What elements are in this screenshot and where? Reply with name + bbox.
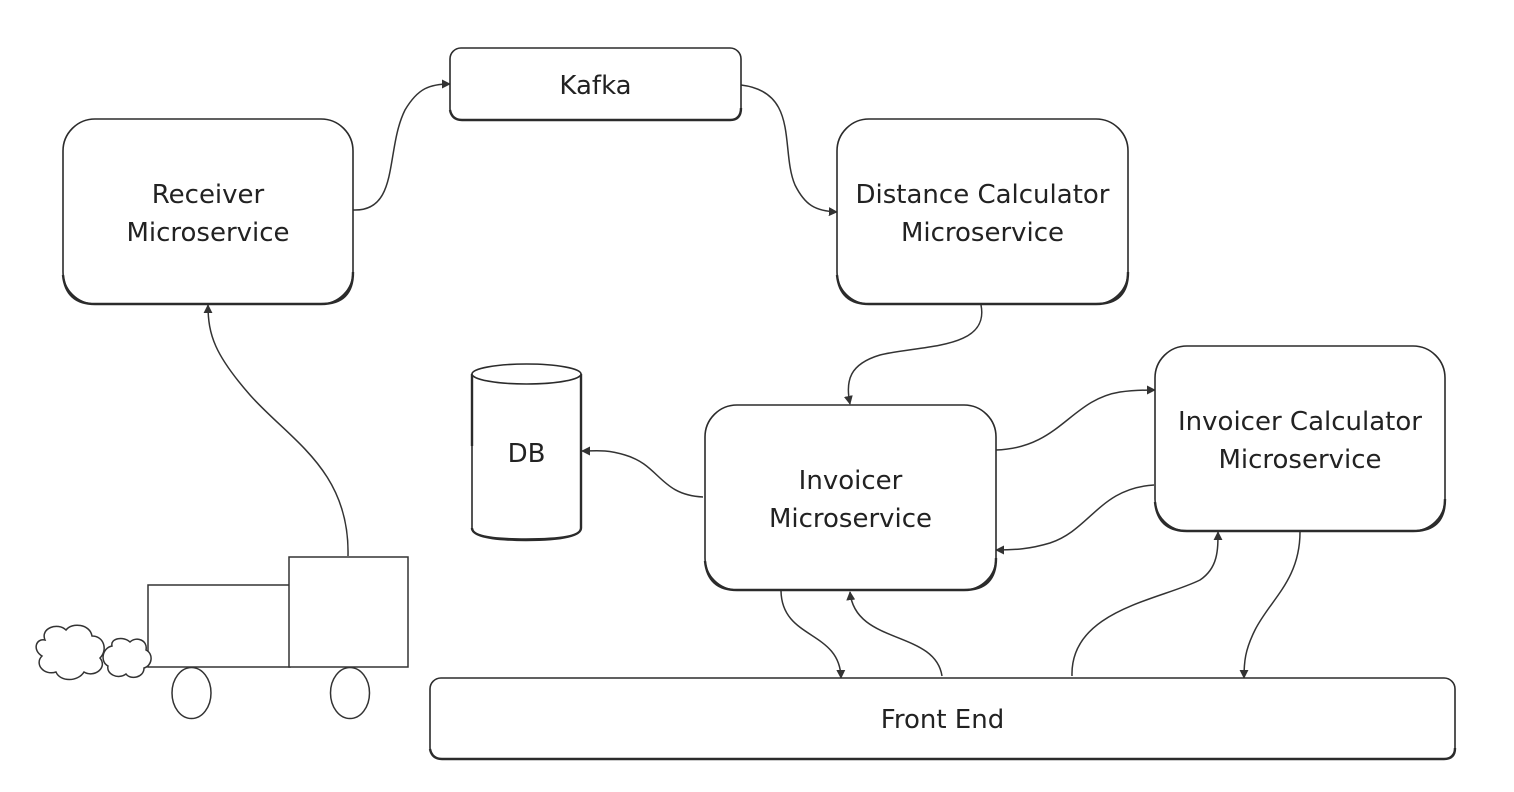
edge-invoicer-calc-to-invoicer [995,484,1155,555]
edge-invoicer-to-invoicer-calc [995,385,1156,451]
receiver-label-line2: Microservice [126,218,289,248]
kafka-node: Kafka [448,47,743,122]
edge-invoicer-to-frontend [780,590,846,679]
edge-invoicer-to-db [581,446,704,498]
database-cylinder-icon [470,363,583,542]
invoicer-label-line1: Invoicer [799,466,903,496]
receiver-label-line1: Receiver [152,180,265,210]
invoicer-calc-label-line1: Invoicer Calculator [1178,407,1422,437]
kafka-label: Kafka [559,71,631,101]
distance-calculator-node: Distance Calculator Microservice [835,118,1130,306]
edge-receiver-to-kafka [352,79,451,211]
invoicer-calc-label-line2: Microservice [1218,445,1381,475]
front-end-node: Front End [428,677,1457,761]
receiver-microservice-node: Receiver Microservice [61,118,355,306]
invoicer-calculator-node: Invoicer Calculator Microservice [1153,345,1447,533]
truck-rear-wheel [171,666,212,720]
edge-invoicer-calc-to-frontend [1239,531,1301,679]
smoke-cloud-icon [35,624,152,681]
front-end-label: Front End [881,705,1004,735]
truck-cargo [147,584,291,668]
edge-kafka-to-distance [740,84,838,217]
edge-frontend-to-invoicer-calc [1071,531,1223,677]
truck-cab [288,556,409,668]
edge-receiver-from-truck [203,304,349,557]
db-node: DB [470,363,583,542]
edge-distance-to-invoicer [843,304,983,405]
truck-icon [147,556,409,720]
invoicer-microservice-node: Invoicer Microservice [703,404,998,592]
distance-label-line2: Microservice [901,218,1064,248]
edge-frontend-to-invoicer [846,591,943,677]
distance-label-line1: Distance Calculator [856,180,1110,210]
edges [203,79,1301,679]
db-label: DB [508,439,546,469]
invoicer-label-line2: Microservice [769,504,932,534]
truck-front-wheel [329,666,371,720]
